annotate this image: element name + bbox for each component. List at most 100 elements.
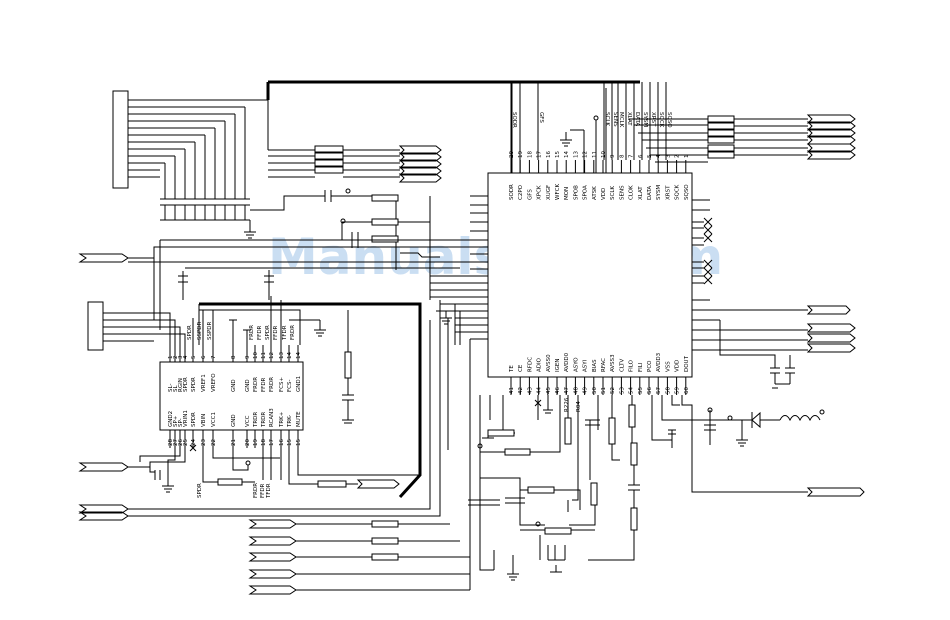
main-ic-top-pin-name: DATA (647, 186, 653, 200)
driver-ic-bottom-pin-number: 19 (253, 439, 259, 446)
driver-net-label: FFDR (257, 325, 263, 340)
driver-ic-bottom-pin-number: 25 (183, 439, 189, 446)
main-ic-bottom-pin-number: 50 (592, 387, 598, 394)
mid-resistor (342, 310, 354, 424)
driver-ic-top-pin-number: 1 (168, 356, 174, 360)
main-ic-bottom-pin-name: TE (509, 365, 515, 373)
main-ic-top-pin-name: VDD (601, 188, 607, 200)
driver-ic-bottom-pin-name: MUTE (296, 411, 302, 427)
driver-ic-bottom-pin-name: RCAN3 (269, 408, 275, 427)
main-ic-top-pin-number: 9 (610, 154, 616, 158)
driver-side-label: FFDR (260, 483, 266, 498)
driver-net-label: TFDR (282, 325, 288, 341)
main-ic-top-pin-name: SQCK (675, 184, 681, 200)
main-ic-bottom-pin-number: 54 (629, 387, 635, 394)
main-ic-bottom-pin-number: 49 (583, 387, 589, 394)
driver-ic-top-pin-name: FFDR (261, 377, 267, 392)
main-ic-top-pin-name: XRST (665, 185, 671, 200)
top-right-resistors (511, 82, 856, 173)
driver-ic-bottom-pin-number: 15 (287, 439, 293, 446)
driver-ic-bottom-pin-number: 28 (168, 439, 174, 446)
main-ic-top-pin-number: 13 (573, 151, 579, 158)
main-ic-top-pin-name: SCLK (610, 186, 616, 200)
main-ic-top-pin-number: 6 (638, 154, 644, 158)
main-ic-net-label: GFS (538, 112, 544, 123)
driver-ic-bottom-pin-name: VRIN1 (183, 410, 189, 427)
driver-ic-bottom-pin-number: 22 (211, 439, 217, 446)
main-ic-bottom-pin-name: VSS (665, 361, 671, 372)
main-ic-bottom-pin-name: DOUT (684, 355, 690, 372)
driver-ic-top-pin-name: FRDR (269, 377, 275, 392)
driver-ic-top-pin-name: FRDR (253, 377, 259, 392)
main-ic-top-pin-name: MON (564, 187, 570, 200)
main-ic-bottom-pin-number: 48 (573, 387, 579, 394)
main-ic-bottom-pin-number: 44 (537, 387, 543, 394)
main-ic-top-pin-number: 19 (518, 151, 524, 158)
main-ic-bottom-pin-number: 59 (675, 387, 681, 394)
main-ic-top-pin-number: 15 (555, 151, 561, 158)
driver-ic-top-pin-name: GND (245, 379, 251, 392)
driver-side-label: TFDR (266, 483, 272, 499)
driver-ic-top-pin-name: SPDR (183, 377, 189, 392)
main-ic-bottom-pin-name: ASYI (583, 359, 589, 372)
main-ic-bottom-pin-number: 56 (647, 387, 653, 394)
driver-ic-bottom-pin-number: 26 (178, 439, 184, 446)
main-ic-bottom-pin-number: 53 (619, 387, 625, 394)
main-ic-top-pin-number: 8 (619, 154, 625, 158)
main-ic-top-pin-number: 3 (665, 154, 671, 158)
main-ic-top-pin-name: SPOA (583, 185, 589, 200)
main-ic-top-pin-name: SPOB (573, 185, 579, 200)
main-ic-net-label: SQCK (658, 112, 664, 128)
driver-ic-top-pin-number: 9 (245, 355, 251, 359)
main-ic-bottom-pin-number: 52 (610, 387, 616, 394)
main-ic-net-label: SENS (612, 112, 618, 127)
main-ic-top-pin-number: 17 (537, 151, 543, 158)
driver-ic-top-pin-name: VREF1 (201, 374, 207, 392)
main-ic-bottom-pin-name: PCO (647, 360, 653, 372)
driver-ic-bottom-pin-number: 21 (231, 439, 237, 446)
thick-bus (199, 80, 640, 499)
driver-net-label: SSPDR (197, 321, 203, 340)
driver-ic-top-pin-number: 10 (253, 352, 259, 359)
driver-ic-top-pin-number: 11 (261, 352, 267, 359)
driver-ic-top-pin-name: RGIN (178, 378, 184, 392)
main-ic-bottom-pin-name: VDD (675, 360, 681, 372)
main-ic-top-pin-name: WFCK (555, 184, 561, 200)
driver-ic-bottom-pin-name: TRK+ (279, 411, 285, 428)
driver-ic-bottom-pin-number: 17 (269, 439, 275, 446)
driver-ic-bottom-pin-number: 16 (279, 439, 285, 446)
driver-ic-bottom-pin-name: VBIN (201, 414, 207, 427)
driver-ic-top-pin-number: 2 (173, 356, 179, 360)
main-ic-bottom-pin-number: 45 (546, 387, 552, 394)
driver-ic-top-pin-name: GND1 (296, 376, 302, 392)
main-ic-bottom-pin-name: BIAS (592, 359, 598, 372)
main-ic-bottom-pin-name: FILO (629, 359, 635, 372)
main-ic-bottom-pin-number: 47 (564, 387, 570, 394)
main-ic-bottom-pin-name: AVDD0 (564, 352, 570, 372)
driver-ic-top-pin-number: 12 (269, 352, 275, 359)
main-ic-top-pin-name: XPCK (537, 185, 543, 200)
driver-ic-top-pin-name: VREFO (211, 373, 217, 392)
main-ic-top-pin-number: 7 (629, 154, 635, 158)
driver-ic-bottom-pin-number: 23 (201, 439, 207, 446)
driver-ic-bottom-pin-number: 24 (191, 439, 197, 446)
driver-ic-bottom-pin-number: 20 (245, 439, 251, 446)
main-ic-bottom-pin-name: CE (518, 364, 524, 372)
driver-ic-bottom-pin-name: SP- (178, 418, 184, 427)
driver-ic-top-pin-number: 5 (191, 355, 197, 359)
main-ic-bottom-pin-name: AVSS3 (610, 354, 616, 372)
main-ic-bottom-pin-name: CLTV (619, 358, 625, 372)
left-signal-lines (78, 239, 470, 330)
bottom-network: R226 R04 (447, 318, 865, 590)
main-ic-net-label: SYSM (642, 112, 648, 127)
driver-ic-top-pin-number: 4 (183, 355, 189, 359)
driver-ic-bottom-pin-name: TRK- (287, 415, 293, 428)
main-ic-top-pin-name: SQSO (684, 184, 690, 200)
driver-net-label: SSPDR (207, 321, 213, 340)
main-ic-top-pin-name: ATSK (592, 186, 598, 200)
main-ic-bottom-pin-name: IGEN (555, 359, 561, 372)
driver-ic-bottom-pin-name: TRDR (261, 412, 267, 428)
driver-ic-bottom-pin-number: 18 (261, 439, 267, 446)
main-ic-bottom-pin-name: AVSS0 (546, 354, 552, 372)
